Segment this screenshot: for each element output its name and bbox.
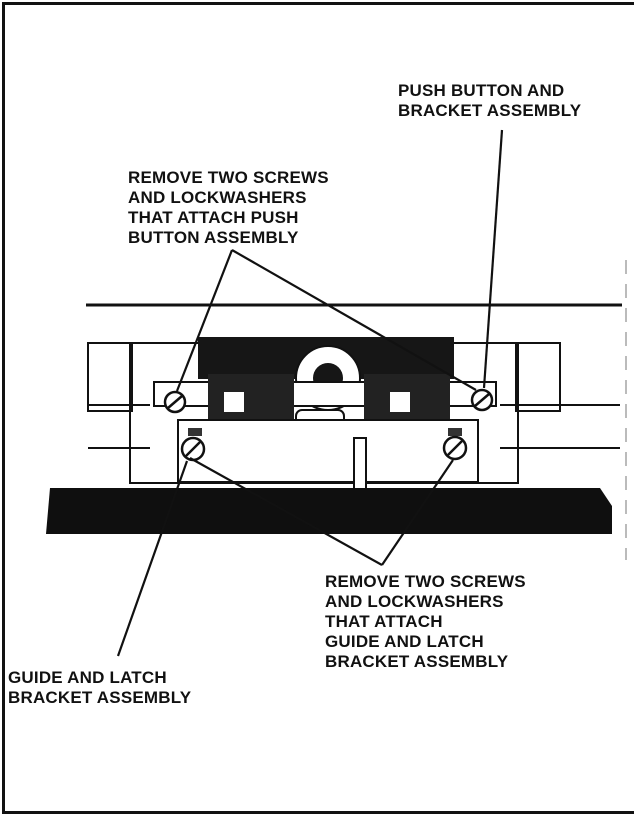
right-mech-slot [390, 392, 410, 412]
leader-bottom-left [189, 457, 383, 566]
left-mechanism [208, 374, 294, 422]
guide-latch-bracket [177, 419, 479, 483]
leader-top-right [231, 249, 477, 391]
guide-latch-callout: GUIDE AND LATCH BRACKET ASSEMBLY [8, 668, 192, 707]
push-button-callout: PUSH BUTTON AND BRACKET ASSEMBLY [398, 81, 582, 120]
right-rail [515, 342, 561, 412]
base-band [46, 488, 612, 534]
remove-top-screws-callout: REMOVE TWO SCREWS AND LOCKWASHERS THAT A… [128, 168, 329, 247]
leader-top-left [175, 249, 234, 392]
leader-guide-latch [116, 460, 189, 657]
leader-push-button [482, 129, 504, 389]
leader-bottom-right [381, 459, 454, 566]
left-rail [87, 342, 133, 412]
remove-bottom-screws-callout: REMOVE TWO SCREWS AND LOCKWASHERS THAT A… [325, 572, 526, 671]
left-mech-slot [224, 392, 244, 412]
